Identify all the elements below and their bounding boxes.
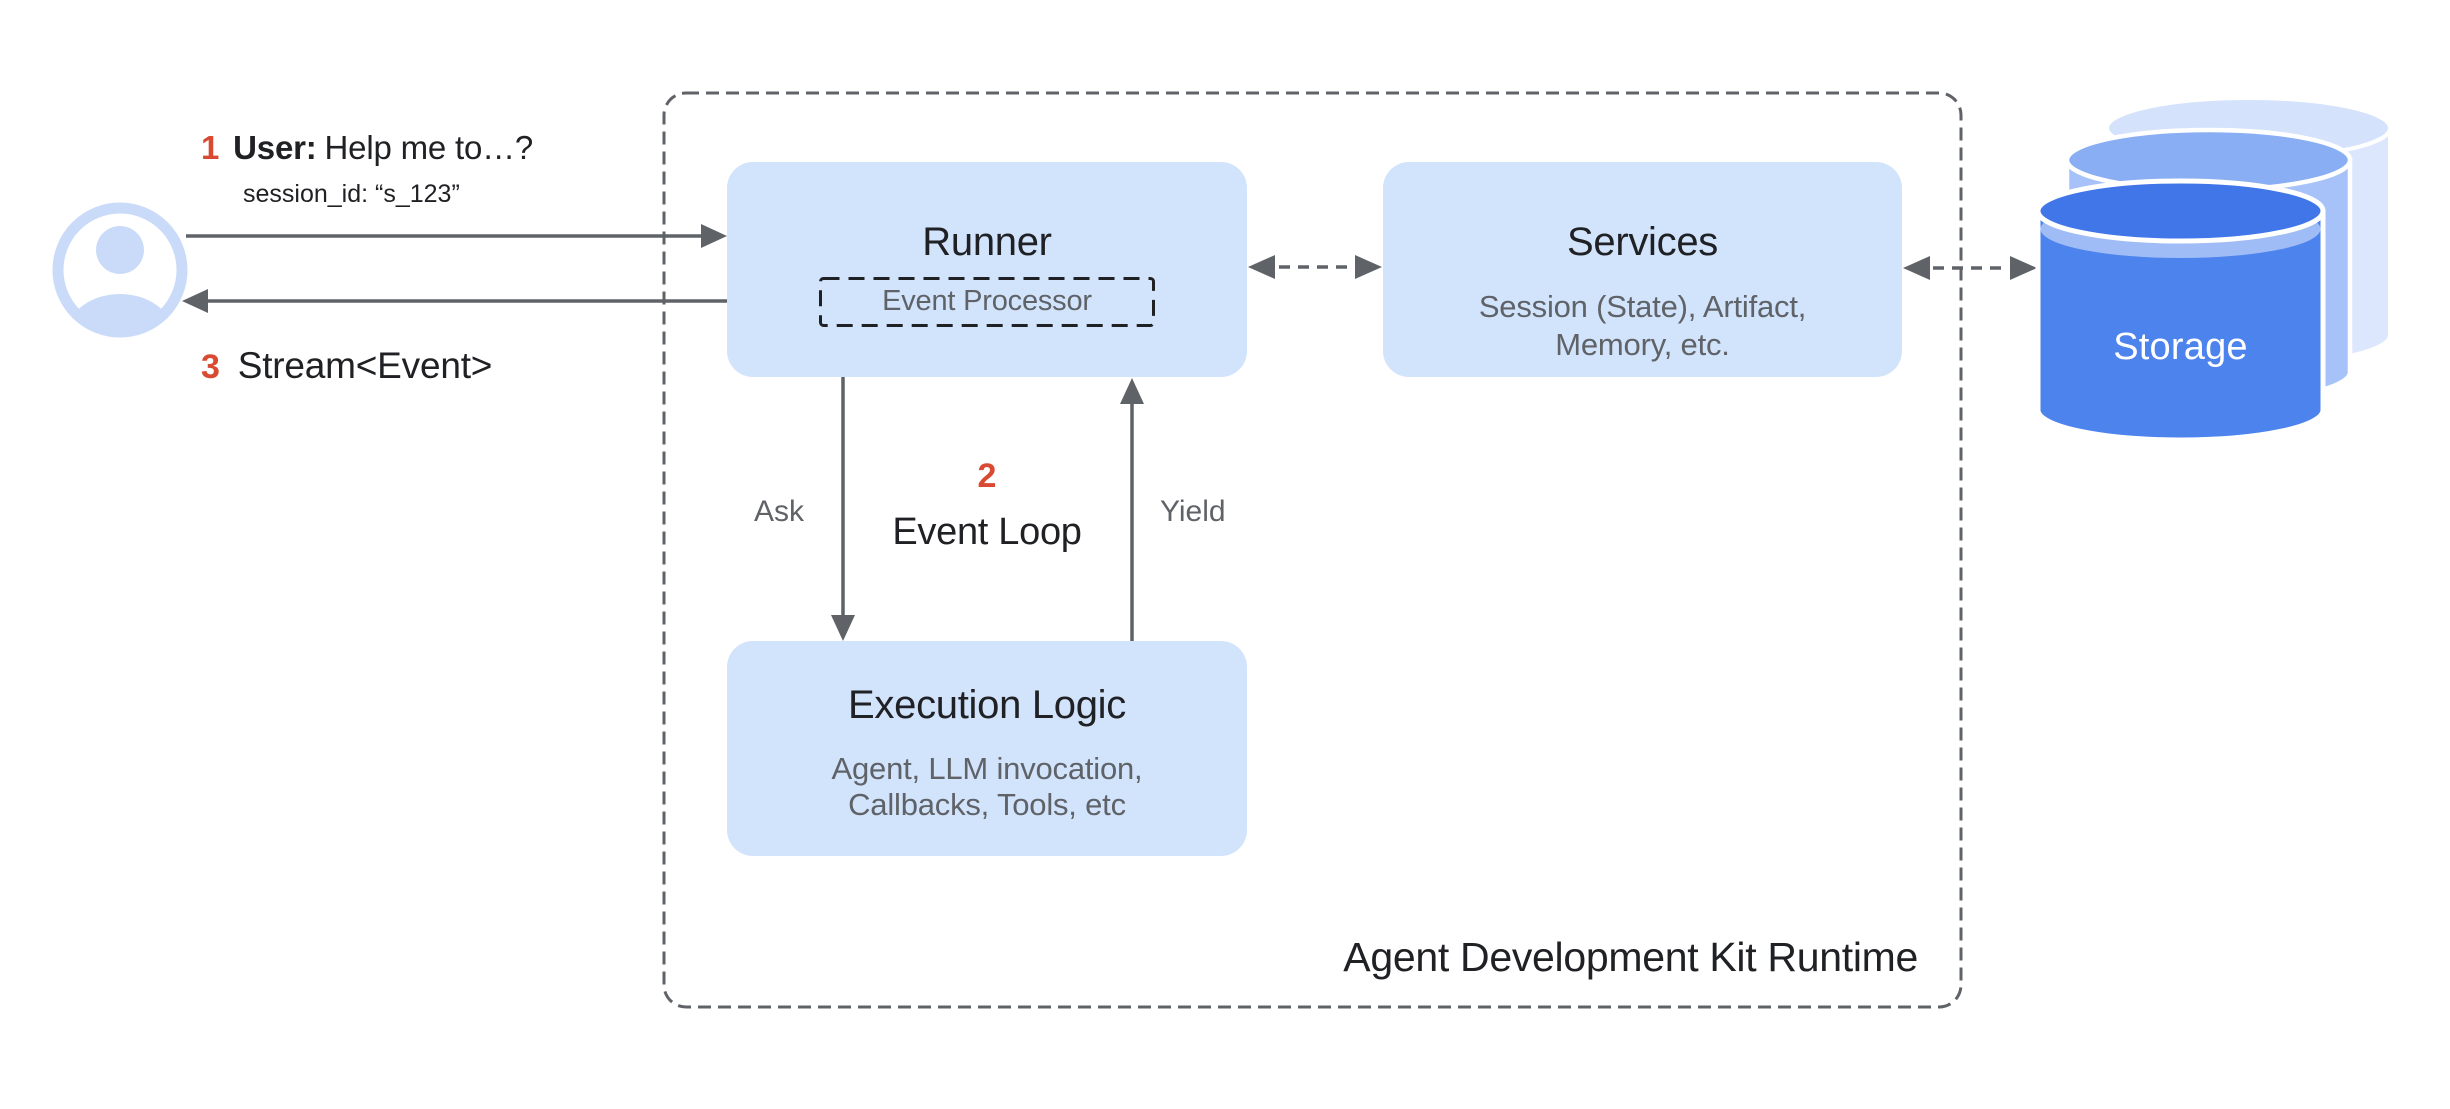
user-request-label: 1 User:Help me to…? xyxy=(201,128,533,168)
storage-database-icon xyxy=(2035,96,2392,443)
runner-box: Runner Event Processor xyxy=(727,162,1247,377)
ask-label: Ask xyxy=(753,495,804,528)
ask-arrow xyxy=(831,377,855,641)
stream-response-arrow xyxy=(182,289,727,313)
runtime-container-label: Agent Development Kit Runtime xyxy=(1343,934,1918,980)
yield-label: Yield xyxy=(1160,495,1226,528)
services-description-line2: Memory, etc. xyxy=(1555,327,1730,362)
execution-logic-title: Execution Logic xyxy=(848,683,1126,727)
runtime-container-border xyxy=(662,91,1963,1009)
stream-response-label: 3 Stream<Event> xyxy=(201,344,492,389)
event-processor-label: Event Processor xyxy=(882,285,1092,317)
runner-title: Runner xyxy=(922,220,1052,264)
services-box: Services Session (State), Artifact, Memo… xyxy=(1383,162,1902,377)
services-description: Session (State), Artifact, Memory, etc. xyxy=(1383,288,1902,364)
event-processor-border xyxy=(819,277,1155,327)
step-1-number: 1 xyxy=(201,129,220,166)
step-3-number: 3 xyxy=(201,348,220,386)
execution-logic-box: Execution Logic Agent, LLM invocation, C… xyxy=(727,641,1247,856)
event-processor-box: Event Processor xyxy=(819,277,1155,327)
yield-arrow xyxy=(1120,378,1144,641)
event-loop-label: Event Loop xyxy=(892,511,1082,553)
session-id-label: session_id: “s_123” xyxy=(243,180,460,208)
storage-label: Storage xyxy=(2113,326,2248,368)
execution-logic-description: Agent, LLM invocation, Callbacks, Tools,… xyxy=(727,751,1247,823)
runner-services-arrow xyxy=(1248,255,1382,279)
execution-logic-description-line2: Callbacks, Tools, etc xyxy=(848,787,1126,822)
user-request-arrow xyxy=(186,224,727,248)
event-loop-label-block: 2 Event Loop xyxy=(887,457,1087,554)
step-2-number: 2 xyxy=(977,457,997,495)
stream-event-text: Stream<Event> xyxy=(237,345,493,386)
user-speaker-label: User: xyxy=(233,129,317,166)
services-storage-arrow xyxy=(1903,256,2037,280)
user-message: Help me to…? xyxy=(324,129,534,166)
services-description-line1: Session (State), Artifact, xyxy=(1478,289,1807,324)
execution-logic-description-line1: Agent, LLM invocation, xyxy=(831,751,1143,786)
user-avatar-icon xyxy=(52,202,188,338)
services-title: Services xyxy=(1567,220,1718,264)
